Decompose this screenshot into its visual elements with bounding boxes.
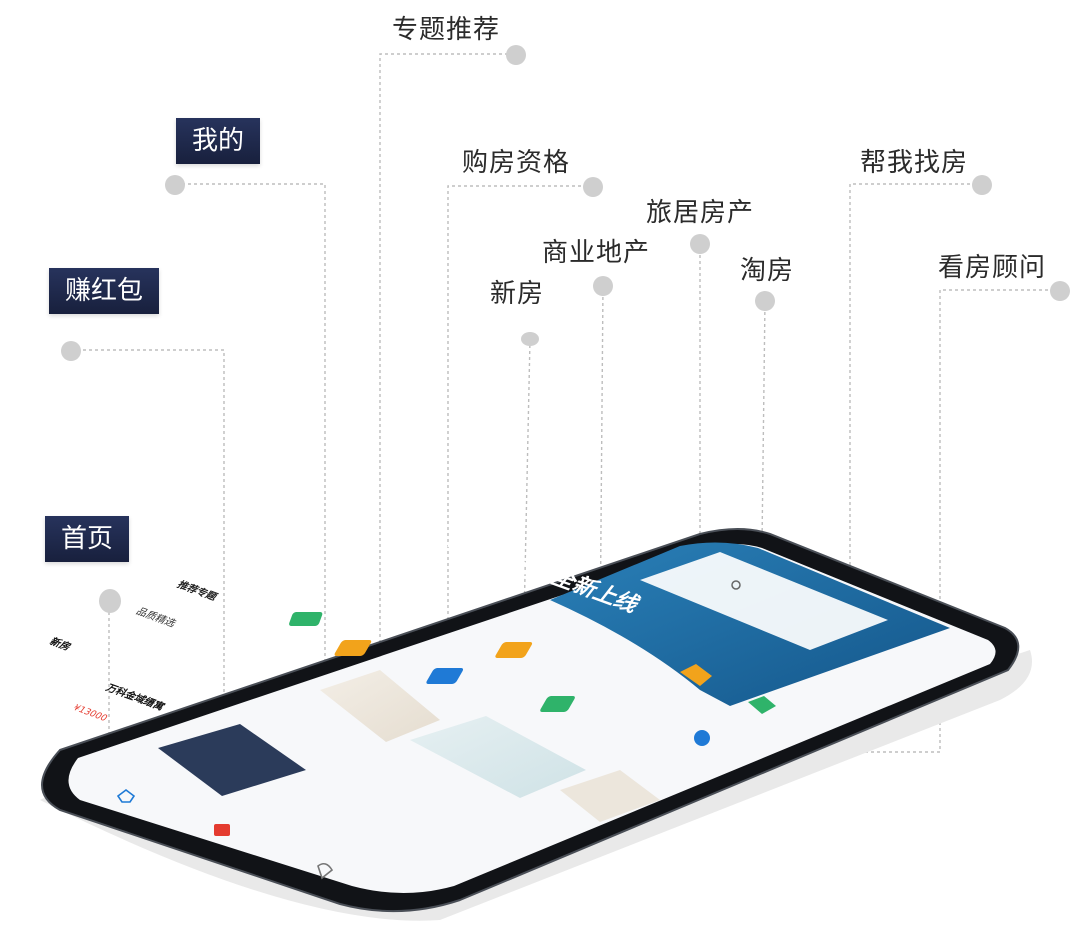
icon-lvju[interactable] xyxy=(680,664,712,686)
card-quality[interactable] xyxy=(320,670,440,742)
tab-zhuan-icon[interactable] xyxy=(214,824,230,836)
icon-taofang[interactable] xyxy=(748,696,776,714)
icon-bangwo[interactable] xyxy=(539,696,576,712)
dot-wode xyxy=(165,175,185,195)
callout-shouye: 首页 xyxy=(45,516,130,562)
icon-xinfang[interactable] xyxy=(288,612,323,626)
project-price: ¥13000 xyxy=(70,703,109,724)
callout-shangye: 商业地产 xyxy=(542,238,651,268)
pin-label: 品质精选 xyxy=(133,605,179,629)
leader-zhuan xyxy=(71,349,225,830)
search-bar[interactable] xyxy=(640,552,888,650)
xinfang-tab[interactable]: 新房 xyxy=(47,635,74,652)
dot-lvju xyxy=(690,234,710,254)
dot-shouye xyxy=(99,589,121,613)
hot-title: 热门楼盘 xyxy=(206,657,252,681)
dot-shangye xyxy=(593,276,613,296)
dot-bangwo xyxy=(972,175,992,195)
callout-xinfang: 新房 xyxy=(490,279,545,309)
icon-kanfang[interactable] xyxy=(694,730,710,746)
callout-zhuanti: 专题推荐 xyxy=(392,15,501,45)
leader-bangwo xyxy=(602,183,982,713)
tab-shouye-icon[interactable] xyxy=(116,789,136,803)
icon-fangdai[interactable] xyxy=(425,668,464,684)
tab-wode-icon[interactable] xyxy=(317,862,334,880)
leader-xinfang xyxy=(523,338,531,623)
dot-goufang xyxy=(583,177,603,197)
card-hot[interactable] xyxy=(410,716,586,798)
leader-goufang xyxy=(447,185,593,648)
project-image[interactable] xyxy=(158,724,306,796)
callout-kanfang: 看房顾问 xyxy=(938,253,1047,283)
callout-wode: 我的 xyxy=(176,118,261,164)
leader-zhuanti xyxy=(379,53,514,660)
icon-goufang[interactable] xyxy=(333,640,372,656)
icon-shangye[interactable] xyxy=(494,642,533,658)
card-extra[interactable] xyxy=(560,770,660,822)
dot-zhuan xyxy=(61,341,81,361)
grid-icons xyxy=(288,612,776,746)
project-name: 万科金域缙寓 xyxy=(102,681,167,712)
tabbar xyxy=(116,789,334,880)
dot-kanfang xyxy=(1050,281,1070,301)
dot-xinfang xyxy=(521,332,539,346)
search-icon xyxy=(731,580,741,590)
recommend-label: 推荐专题 xyxy=(175,579,221,603)
dot-zhuanti xyxy=(506,45,526,65)
callout-lvju: 旅居房产 xyxy=(646,198,755,228)
leader-wode xyxy=(176,183,326,860)
callout-bangwo: 帮我找房 xyxy=(860,148,969,178)
callout-zhuan: 赚红包 xyxy=(49,268,160,314)
dot-taofang xyxy=(755,291,775,311)
callout-goufang: 购房资格 xyxy=(462,148,571,178)
callout-taofang: 淘房 xyxy=(740,256,795,286)
